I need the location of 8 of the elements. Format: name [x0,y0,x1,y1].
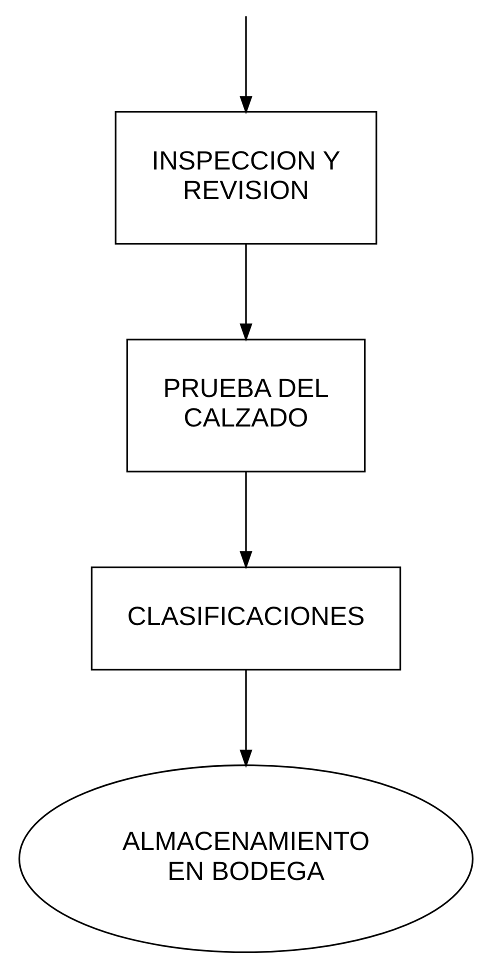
arrow [239,244,252,342]
arrow [239,16,252,114]
arrow [239,670,252,768]
node-box: CLASIFICACIONES [90,566,401,670]
arrow [239,472,252,570]
node-ellipse: ALMACENAMIENTO EN BODEGA [18,764,474,954]
node-box: INSPECCION Y REVISION [114,111,377,245]
node-box: PRUEBA DEL CALZADO [126,338,366,472]
